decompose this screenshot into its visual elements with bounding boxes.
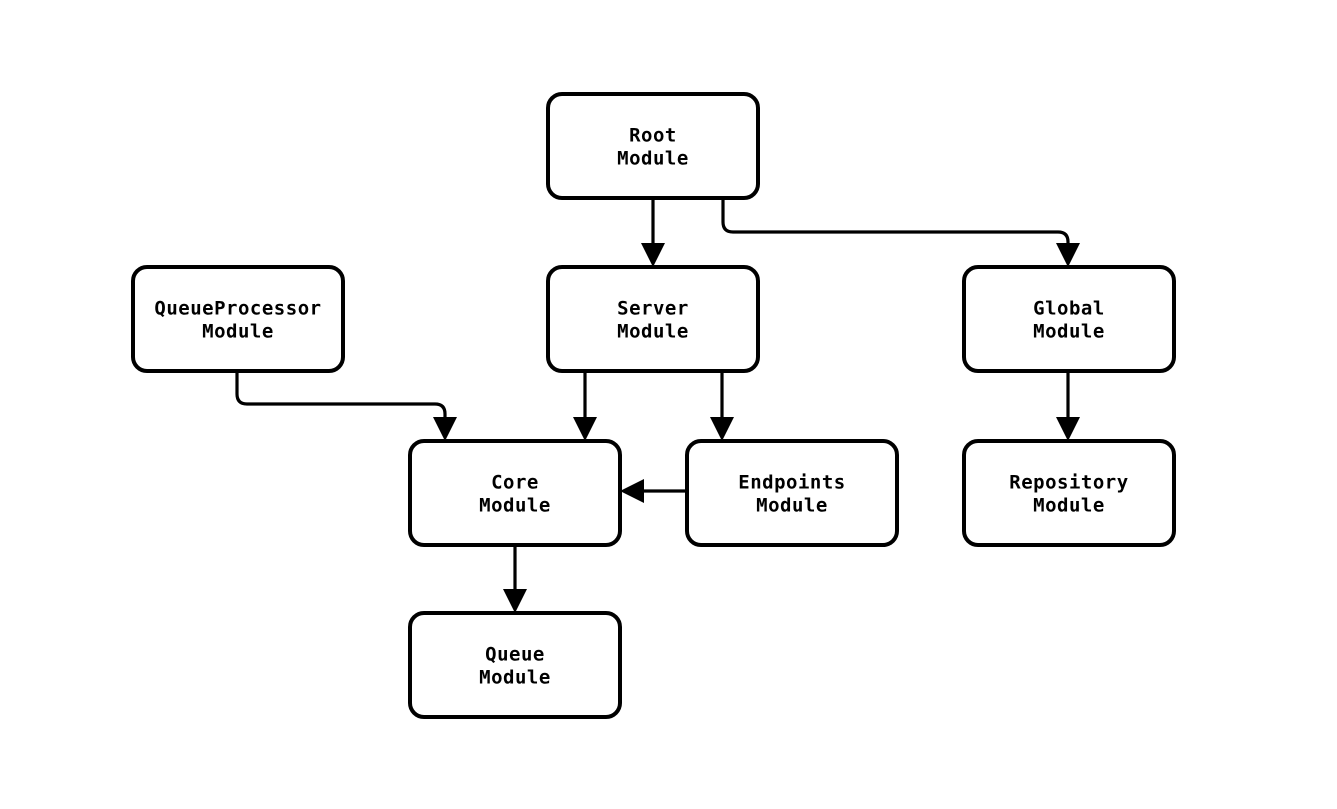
node-repository-module-label-line1: Repository bbox=[1009, 472, 1128, 494]
edge-core-to-queue bbox=[503, 545, 527, 613]
node-global-module-label-line2: Module bbox=[1033, 321, 1105, 343]
node-server-module[interactable]: Server Module bbox=[546, 265, 760, 373]
node-queueprocessor-module-box[interactable] bbox=[131, 265, 345, 373]
node-queueprocessor-module[interactable]: QueueProcessor Module bbox=[131, 265, 345, 373]
node-queue-module[interactable]: Queue Module bbox=[408, 611, 622, 719]
node-core-module-label-line1: Core bbox=[491, 472, 539, 494]
node-endpoints-module-box[interactable] bbox=[685, 439, 899, 547]
node-queueprocessor-module-label-line1: QueueProcessor bbox=[154, 298, 321, 320]
node-layer: Root Module QueueProcessor Module Server… bbox=[131, 92, 1176, 719]
node-global-module-box[interactable] bbox=[962, 265, 1176, 373]
node-queue-module-box[interactable] bbox=[408, 611, 622, 719]
node-endpoints-module-label-line2: Module bbox=[756, 495, 828, 517]
edge-layer bbox=[235, 198, 1080, 613]
edge-server-to-endpoints bbox=[710, 371, 734, 441]
node-queue-module-label-line2: Module bbox=[479, 667, 551, 689]
node-queue-module-label-line1: Queue bbox=[485, 644, 545, 666]
edge-global-to-repository bbox=[1056, 371, 1080, 441]
node-endpoints-module-label-line1: Endpoints bbox=[738, 472, 845, 494]
edge-endpoints-to-core bbox=[620, 479, 687, 503]
node-root-module-box[interactable] bbox=[546, 92, 760, 200]
edge-root-to-server bbox=[641, 198, 665, 267]
node-server-module-label-line2: Module bbox=[617, 321, 689, 343]
node-core-module-box[interactable] bbox=[408, 439, 622, 547]
node-root-module-label-line2: Module bbox=[617, 148, 689, 170]
node-global-module[interactable]: Global Module bbox=[962, 265, 1176, 373]
node-repository-module-box[interactable] bbox=[962, 439, 1176, 547]
edge-queueprocessor-to-core bbox=[235, 371, 457, 441]
node-global-module-label-line1: Global bbox=[1033, 298, 1105, 320]
node-server-module-label-line1: Server bbox=[617, 298, 689, 320]
node-repository-module-label-line2: Module bbox=[1033, 495, 1105, 517]
node-core-module-label-line2: Module bbox=[479, 495, 551, 517]
edge-server-to-core bbox=[573, 371, 597, 441]
node-endpoints-module[interactable]: Endpoints Module bbox=[685, 439, 899, 547]
node-repository-module[interactable]: Repository Module bbox=[962, 439, 1176, 547]
edge-root-to-global bbox=[721, 198, 1080, 267]
node-queueprocessor-module-label-line2: Module bbox=[202, 321, 274, 343]
node-root-module-label-line1: Root bbox=[629, 125, 677, 147]
node-core-module[interactable]: Core Module bbox=[408, 439, 622, 547]
node-root-module[interactable]: Root Module bbox=[546, 92, 760, 200]
node-server-module-box[interactable] bbox=[546, 265, 760, 373]
